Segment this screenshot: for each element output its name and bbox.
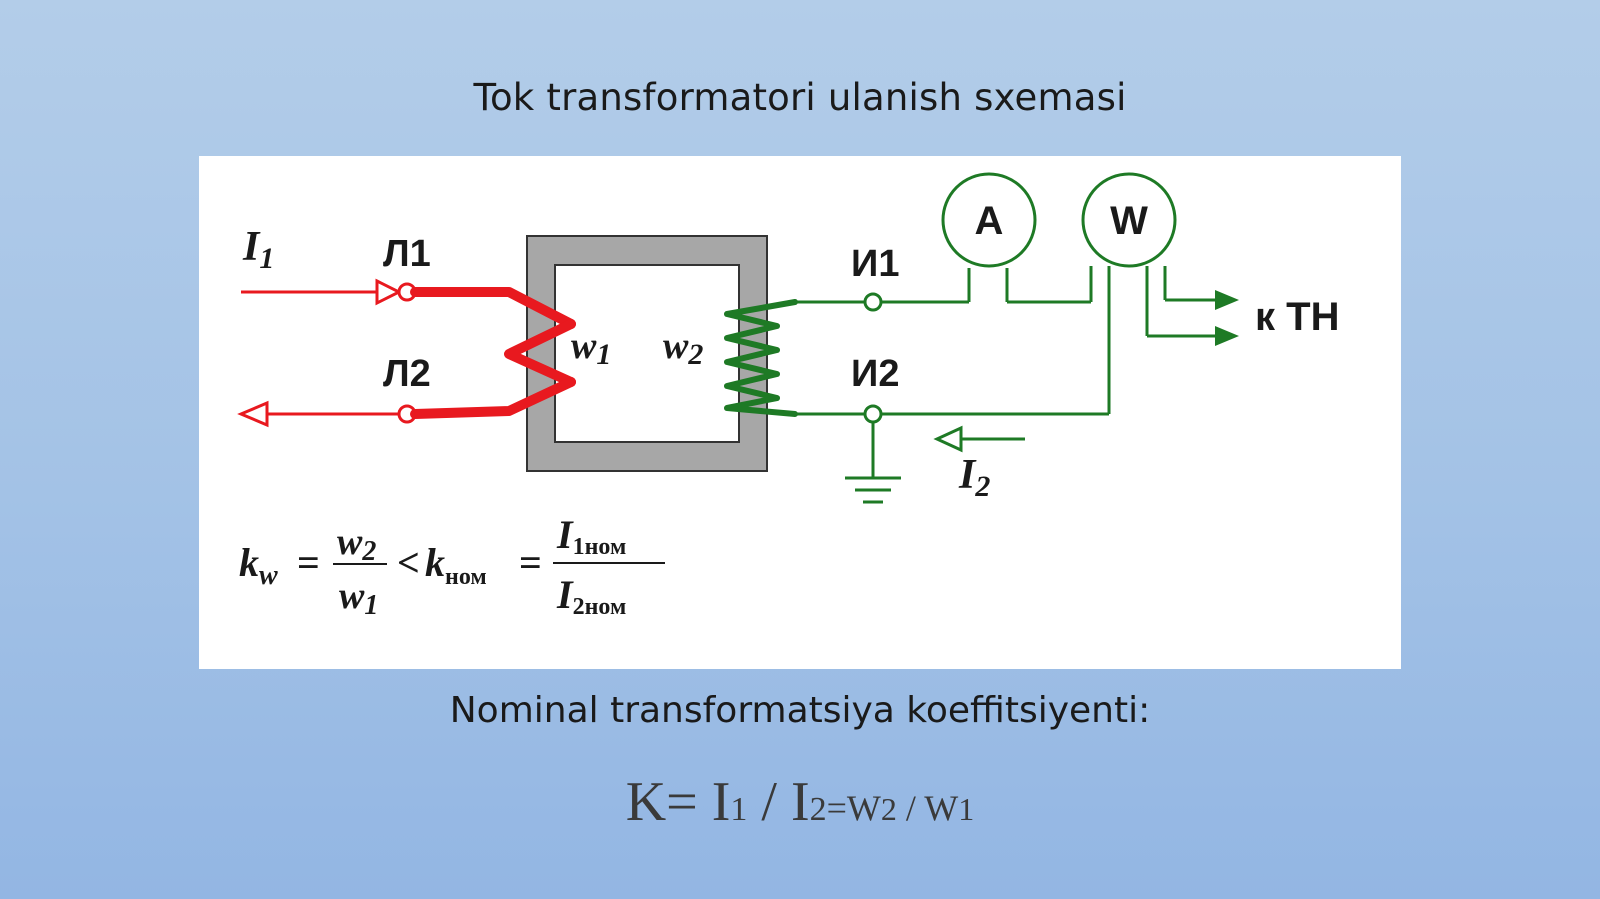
- label-w2: w2: [663, 325, 703, 371]
- ammeter: A: [941, 172, 1037, 268]
- formula-eq-w: =W: [826, 788, 881, 828]
- terminal-i1: [863, 292, 883, 312]
- secondary-coil: [724, 299, 798, 417]
- label-l1: Л1: [383, 233, 431, 275]
- current-transformer-circuit: A W I1 Л1 Л2 w1 w2 И1 И2 к ТН I2 kw = w2…: [237, 172, 1339, 621]
- eq-kw: kw: [239, 540, 278, 591]
- label-i2-secondary: I2: [958, 452, 990, 503]
- eq-knom: kном: [425, 540, 487, 590]
- wattmeter: W: [1081, 172, 1177, 268]
- eq-i1nom-numerator: I1ном: [556, 512, 626, 560]
- ratio-equation: kw = w2 w1 < kном = I1ном I2ном: [239, 512, 665, 621]
- secondary-circuit: [795, 266, 1215, 504]
- label-i-2-terminal: И2: [851, 353, 899, 395]
- label-i-1-terminal: И1: [851, 243, 899, 285]
- formula-sub-2: 2: [809, 791, 827, 828]
- formula-sub-4: 1: [958, 791, 975, 827]
- eq-less-than: <: [397, 540, 420, 585]
- eq-equals-1: =: [297, 540, 320, 585]
- terminal-i2: [863, 404, 883, 424]
- formula-sub-3: 2: [880, 791, 897, 827]
- eq-w2-numerator: w2: [337, 521, 376, 567]
- primary-input-arrow: [375, 278, 403, 306]
- label-i1-primary: I1: [242, 224, 274, 275]
- circuit-diagram-panel: A W I1 Л1 Л2 w1 w2 И1 И2 к ТН I2 kw = w2…: [199, 156, 1401, 669]
- transformation-ratio-formula: K= I1 / I2=W2 / W1: [0, 770, 1600, 834]
- core-frame: [526, 235, 768, 472]
- to-tn-arrow-upper: [1215, 290, 1239, 310]
- eq-i2nom-denominator: I2ном: [556, 572, 626, 620]
- formula-sub-1: 1: [730, 791, 748, 828]
- transformer-core: [526, 235, 768, 472]
- wattmeter-label: W: [1110, 199, 1148, 243]
- slide-subtitle: Nominal transformatsiya koeffitsiyenti:: [449, 690, 1151, 731]
- primary-winding-middle: [504, 319, 576, 387]
- primary-winding-lower: [410, 377, 576, 419]
- eq-equals-2: =: [519, 540, 542, 585]
- label-to-tn: к ТН: [1255, 295, 1339, 339]
- ammeter-circle: [941, 172, 1037, 268]
- formula-k-i: K= I: [625, 771, 731, 833]
- primary-winding-upper: [410, 287, 576, 329]
- i2-direction-arrow: [933, 425, 963, 453]
- to-tn-arrow-lower: [1215, 326, 1239, 346]
- primary-winding: [410, 287, 576, 419]
- formula-slash-i: / I: [747, 771, 810, 833]
- wattmeter-circle: [1081, 172, 1177, 268]
- label-l2: Л2: [383, 353, 431, 395]
- primary-return-arrow: [237, 400, 269, 428]
- slide-title: Tok transformatori ulanish sxemasi: [473, 76, 1127, 119]
- eq-w1-denominator: w1: [339, 575, 378, 621]
- label-w1: w1: [571, 325, 611, 371]
- secondary-winding: [724, 299, 798, 417]
- ammeter-label: A: [975, 199, 1004, 243]
- formula-slash-w: / W: [896, 788, 959, 828]
